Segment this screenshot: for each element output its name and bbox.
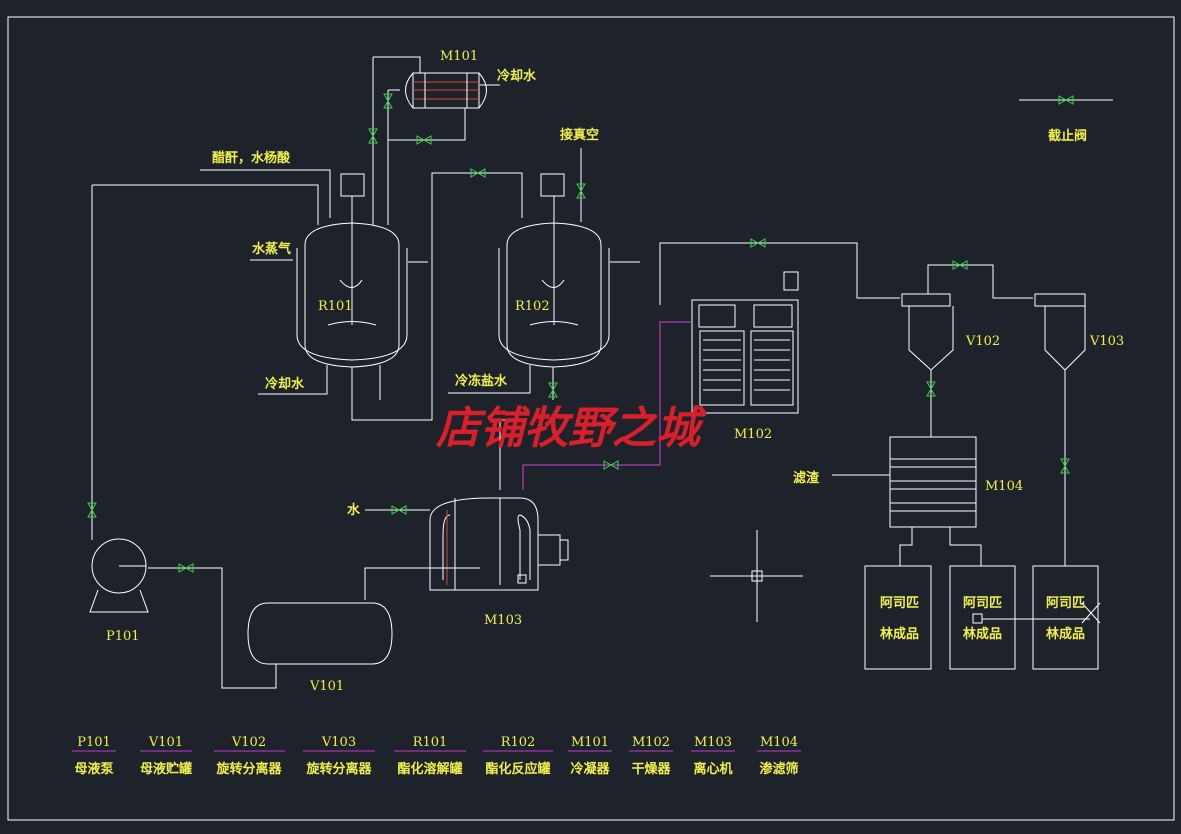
drawing-border: [7, 16, 1175, 821]
centrifuge-m103: [429, 497, 569, 591]
legend-name: 酯化反应罐: [485, 761, 550, 777]
label-acetic-salicylic: 醋酐，水杨酸: [212, 150, 291, 166]
label-cooling-water-top: 冷却水: [497, 68, 537, 84]
label-m103: M103: [484, 613, 522, 628]
legend-name: 旋转分离器: [215, 761, 282, 777]
equipment-legend: P101 母液泵 V101 母液贮罐 V102 旋转分离器 V103 旋转分离器…: [72, 735, 801, 777]
label-m102: M102: [734, 427, 772, 442]
legend-name: 离心机: [693, 761, 732, 777]
product-bin-2: [949, 565, 1016, 670]
legend-code: V101: [148, 735, 183, 750]
product-bin-1: [864, 565, 932, 670]
pump-p101: [89, 538, 149, 613]
label-product-2-line2: 林成品: [963, 626, 1002, 642]
legend-name: 酯化溶解罐: [397, 761, 462, 777]
legend-name: 母液贮罐: [140, 761, 192, 777]
reactor-r101: [296, 173, 408, 368]
label-product-2-line1: 阿司匹: [963, 596, 1002, 611]
label-water: 水: [347, 502, 361, 518]
label-m104: M104: [985, 479, 1023, 494]
legend-code: V102: [231, 735, 266, 750]
label-m101: M101: [440, 49, 478, 64]
label-product-3-line1: 阿司匹: [1046, 596, 1085, 611]
label-p101: P101: [106, 629, 140, 644]
legend-name: 渗滤筛: [759, 761, 798, 777]
separator-v103: [1034, 293, 1086, 371]
legend-code: P101: [77, 735, 111, 750]
label-product-3-line2: 林成品: [1046, 626, 1085, 642]
legend-code: M104: [760, 735, 798, 750]
label-v102: V102: [965, 334, 1000, 349]
tank-v101: [247, 602, 393, 665]
legend-name: 干燥器: [631, 761, 671, 777]
legend-code: R101: [413, 735, 448, 750]
label-product-1-line1: 阿司匹: [880, 596, 919, 611]
legend-code: M103: [694, 735, 732, 750]
label-v103: V103: [1089, 334, 1124, 349]
legend-name: 冷凝器: [570, 761, 610, 777]
separator-v102: [901, 293, 954, 371]
legend-code: V103: [321, 735, 356, 750]
label-vacuum: 接真空: [560, 127, 599, 143]
dryer-m102: [691, 271, 799, 414]
product-bin-3: [1032, 565, 1099, 670]
label-r101: R101: [318, 299, 353, 314]
sieve-m104: [889, 436, 977, 528]
label-product-1-line2: 林成品: [880, 626, 919, 642]
legend-code: R102: [501, 735, 536, 750]
legend-name: 母液泵: [74, 761, 113, 777]
label-steam: 水蒸气: [252, 241, 291, 257]
legend-name: 旋转分离器: [305, 761, 372, 777]
condenser-m101: [388, 65, 500, 109]
label-v101: V101: [309, 679, 344, 694]
crosshair-marker: [710, 530, 803, 622]
watermark-text: 店铺牧野之城: [435, 403, 707, 454]
label-valve-legend: 截止阀: [1048, 128, 1087, 144]
reactor-r102: [498, 173, 610, 368]
label-brine: 冷冻盐水: [455, 373, 508, 389]
legend-code: M101: [571, 735, 609, 750]
legend-code: M102: [632, 735, 670, 750]
label-cooling-water-bottom: 冷却水: [265, 376, 305, 392]
label-filter-residue: 滤渣: [793, 470, 820, 486]
label-r102: R102: [515, 299, 550, 314]
